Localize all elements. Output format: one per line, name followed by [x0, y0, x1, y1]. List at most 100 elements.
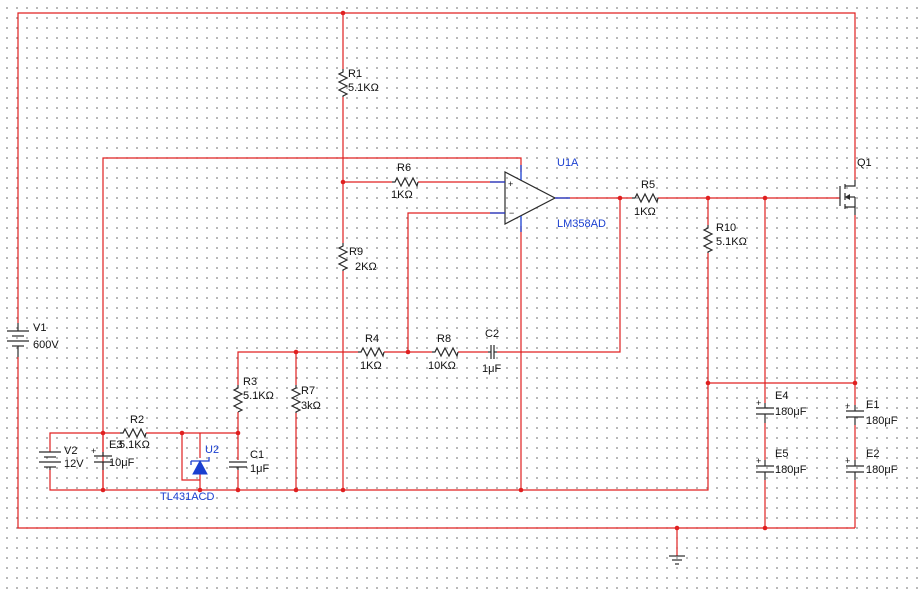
q1-ref: Q1 — [857, 157, 872, 169]
junction — [179, 430, 185, 436]
e1-value: 180μF — [866, 415, 898, 427]
mosfet-q1[interactable]: Q1 — [839, 157, 872, 215]
wire-op-vcc — [102, 157, 522, 490]
r5-value: 1KΩ — [634, 206, 656, 218]
r7-value: 3kΩ — [301, 400, 321, 412]
r8-value: 10KΩ — [428, 360, 456, 372]
e2-value: 180μF — [866, 464, 898, 476]
capacitor-c1[interactable]: C1 1μF — [229, 449, 269, 475]
electrolytic-capacitor-e4[interactable]: + E4 180μF — [756, 390, 807, 423]
v1-ref: V1 — [33, 322, 46, 334]
svg-text:+: + — [756, 398, 761, 408]
u1a-value: LM358AD — [557, 218, 606, 230]
r4-value: 1KΩ — [360, 360, 382, 372]
capacitor-c2[interactable]: C2 1μF — [482, 328, 501, 375]
r2-ref: R2 — [130, 414, 144, 426]
wire-top-rail — [17, 12, 856, 323]
e4-ref: E4 — [775, 390, 788, 402]
wire-r10-bottom — [707, 253, 855, 384]
c2-value: 1μF — [482, 363, 501, 375]
junction — [674, 525, 680, 531]
svg-text:+: + — [91, 446, 96, 456]
e2-ref: E2 — [866, 448, 879, 460]
resistor-r9[interactable]: R9 2KΩ — [337, 243, 377, 273]
e5-ref: E5 — [775, 448, 788, 460]
v2-ref: V2 — [64, 445, 77, 457]
junction — [762, 525, 768, 531]
junction — [197, 487, 203, 493]
c2-ref: C2 — [485, 328, 499, 340]
r9-ref: R9 — [349, 246, 363, 258]
junction — [100, 487, 106, 493]
r1-ref: R1 — [348, 68, 362, 80]
e3-ref: E3 — [109, 439, 122, 451]
resistor-r8[interactable]: R8 10KΩ — [428, 333, 459, 372]
junction — [705, 195, 711, 201]
resistor-r2[interactable]: R2 5.1KΩ — [119, 414, 150, 451]
junction — [293, 349, 299, 355]
e3-value: 10μF — [109, 457, 135, 469]
wires — [17, 12, 856, 556]
v2-value: 12V — [64, 458, 84, 470]
svg-text:−: − — [509, 208, 514, 218]
electrolytic-capacitor-e1[interactable]: + E1 180μF — [845, 399, 898, 427]
r6-value: 1KΩ — [391, 189, 413, 201]
battery-v1[interactable]: V1 600V — [7, 322, 59, 357]
junction — [705, 380, 711, 386]
electrolytic-capacitor-e3[interactable]: + E3 10μF — [91, 439, 135, 470]
resistor-r10[interactable]: R10 5.1KΩ — [702, 222, 747, 253]
junction — [293, 487, 299, 493]
junction — [100, 430, 106, 436]
wire-bottom-rail — [17, 357, 855, 529]
junction — [235, 430, 241, 436]
resistor-r7[interactable]: R7 3kΩ — [290, 385, 321, 413]
svg-text:+: + — [845, 401, 850, 411]
r3-value: 5.1KΩ — [243, 390, 274, 402]
junction — [235, 487, 241, 493]
u1a-ref: U1A — [557, 157, 579, 169]
wire-v2-top — [49, 432, 120, 452]
junction — [340, 179, 346, 185]
r4-ref: R4 — [365, 333, 379, 345]
junction — [340, 487, 346, 493]
ground-symbol — [669, 555, 685, 565]
opamp-u1a[interactable]: + − U1A LM358AD — [490, 157, 606, 232]
shunt-regulator-u2[interactable]: U2 TL431ACD — [160, 444, 219, 503]
resistor-r3[interactable]: R3 5.1KΩ — [232, 376, 274, 413]
junction — [518, 487, 524, 493]
svg-text:+: + — [756, 456, 761, 466]
e5-value: 180μF — [775, 464, 807, 476]
r6-ref: R6 — [397, 162, 411, 174]
junction — [762, 195, 768, 201]
electrolytic-capacitor-e2[interactable]: + E2 180μF — [845, 448, 898, 480]
wire-u2-ref — [181, 433, 200, 481]
r3-ref: R3 — [243, 376, 257, 388]
battery-v2[interactable]: V2 12V — [39, 445, 84, 470]
r5-ref: R5 — [641, 179, 655, 191]
e1-ref: E1 — [866, 399, 879, 411]
r10-value: 5.1KΩ — [716, 236, 747, 248]
v1-value: 600V — [33, 339, 59, 351]
junction — [852, 380, 858, 386]
r9-value: 2KΩ — [355, 261, 377, 273]
u2-ref: U2 — [205, 444, 219, 456]
r1-value: 5.1KΩ — [348, 82, 379, 94]
r7-ref: R7 — [301, 385, 315, 397]
r2-value: 5.1KΩ — [119, 439, 150, 451]
wire-op-inv — [407, 212, 505, 352]
resistor-r1[interactable]: R1 5.1KΩ — [337, 68, 379, 97]
svg-text:+: + — [845, 456, 850, 466]
electrolytic-capacitor-e5[interactable]: + E5 180μF — [756, 448, 807, 480]
resistor-r4[interactable]: R4 1KΩ — [358, 333, 385, 372]
junctions — [100, 10, 858, 531]
resistor-r6[interactable]: R6 1KΩ — [391, 162, 419, 201]
resistor-r5[interactable]: R5 1KΩ — [632, 179, 659, 218]
e4-value: 180μF — [775, 406, 807, 418]
r8-ref: R8 — [437, 333, 451, 345]
junction — [405, 349, 411, 355]
wire-feedback — [497, 198, 621, 353]
c1-ref: C1 — [250, 449, 264, 461]
r10-ref: R10 — [716, 222, 736, 234]
